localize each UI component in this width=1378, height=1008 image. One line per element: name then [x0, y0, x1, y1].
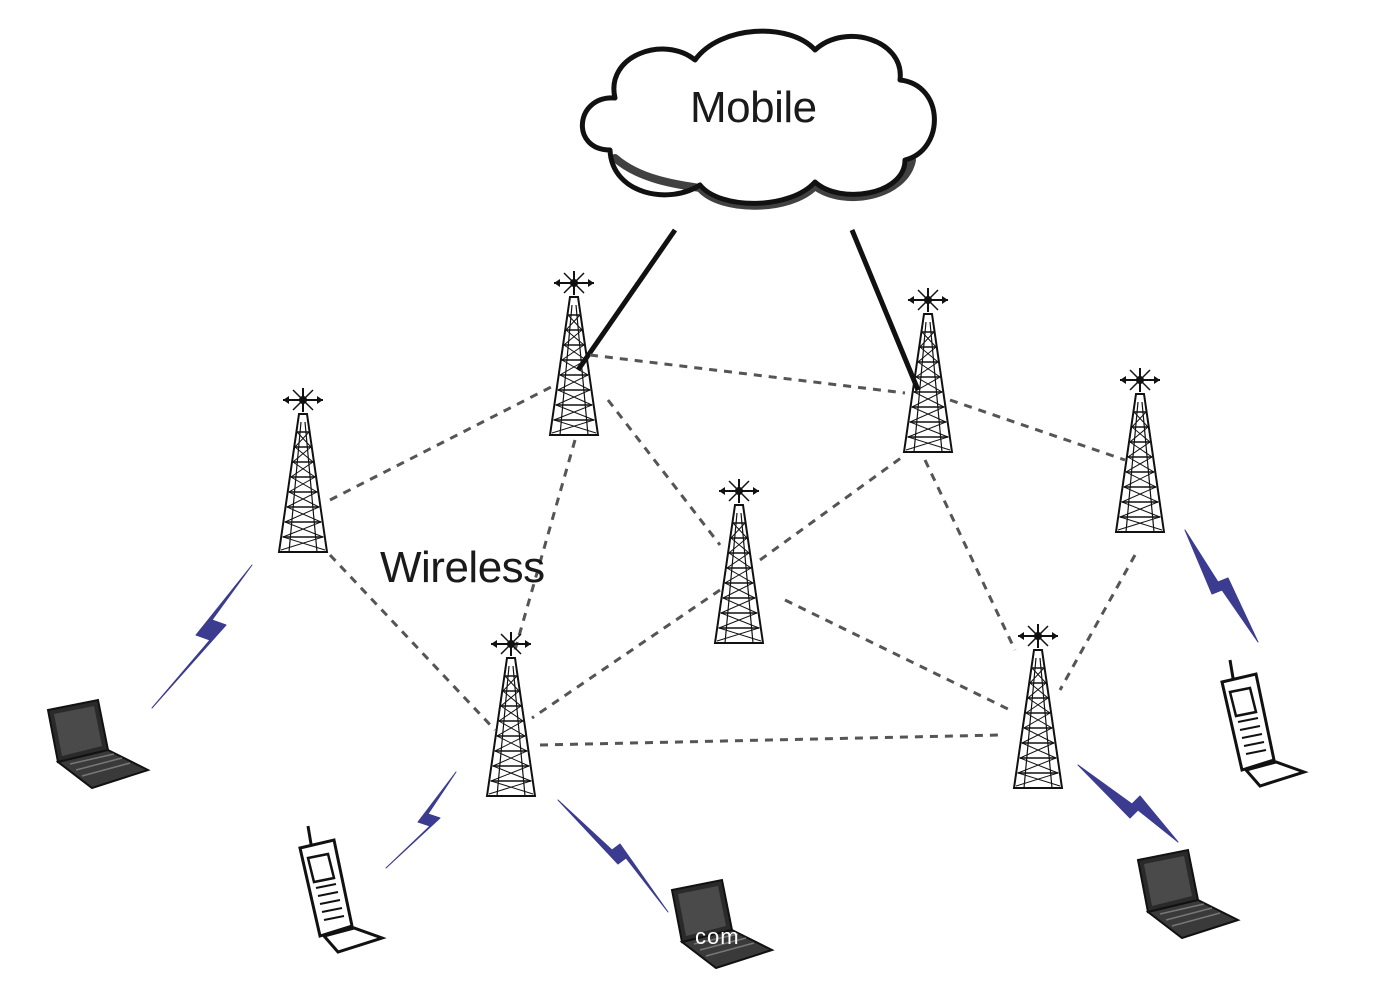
lightning-icon	[557, 799, 669, 913]
mesh-link	[329, 383, 556, 502]
lightning-icon	[385, 771, 457, 869]
tower-icon	[1013, 623, 1063, 789]
mobile-cloud-icon	[580, 28, 937, 210]
backbone-link	[575, 228, 678, 372]
lightning-icon	[1184, 529, 1259, 643]
wireless-label: Wireless	[380, 543, 545, 592]
cellphone-icon	[298, 824, 384, 954]
lightning-icon	[151, 564, 253, 709]
mesh-links	[328, 353, 1137, 747]
mesh-link	[1058, 554, 1137, 691]
mesh-link	[923, 459, 1017, 651]
lightning-icon	[1077, 764, 1179, 843]
mesh-link	[784, 598, 1011, 712]
mesh-link	[513, 439, 577, 651]
laptop-icon	[1137, 849, 1239, 939]
mesh-link	[539, 733, 1001, 747]
backbone-links	[575, 228, 921, 391]
watermark-text: com	[695, 924, 740, 949]
tower-icon	[1115, 367, 1165, 533]
laptop-icon	[47, 699, 149, 789]
cellphone-icon	[1220, 658, 1306, 788]
mesh-link	[606, 399, 722, 546]
backbone-link	[849, 229, 921, 391]
tower-icon	[278, 387, 328, 553]
mesh-link	[949, 398, 1126, 462]
signal-links	[151, 529, 1259, 913]
tower-icon	[486, 631, 536, 797]
tower-icon	[714, 478, 764, 644]
mesh-link	[531, 588, 721, 720]
mesh-link	[328, 553, 497, 732]
mesh-link	[759, 453, 906, 562]
mesh-link	[589, 353, 906, 395]
cloud-label: Mobile	[690, 83, 817, 132]
